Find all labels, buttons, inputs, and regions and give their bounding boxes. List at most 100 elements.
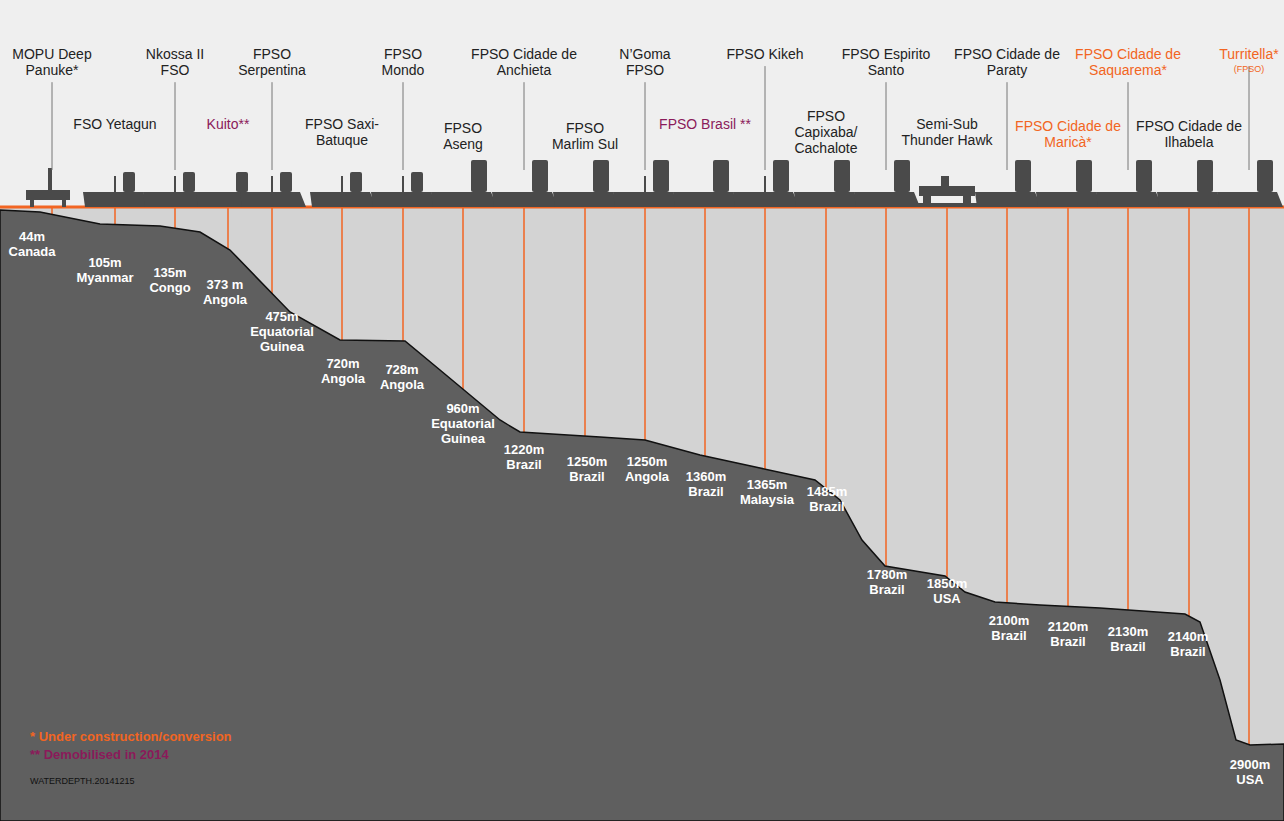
superstructure [1257,160,1273,192]
hull [794,192,860,207]
depth-line [1067,207,1069,606]
depth-line [402,207,404,341]
leader-line [1007,82,1008,170]
leader-line [524,82,525,170]
turret-mast [341,176,343,192]
depth-line [114,207,116,225]
depth-label: 960m Equatorial Guinea [422,402,504,447]
depth-label: 2120m Brazil [1038,620,1098,650]
vessel-silhouette [917,176,977,207]
depth-label: 1250m Brazil [557,455,617,485]
hull [613,192,679,207]
vessel-silhouette [492,160,558,207]
vessel-name: Turritella* [1209,46,1284,62]
depth-label: 1220m Brazil [494,443,554,473]
vessel-silhouette [613,160,679,207]
vessel-name: FPSO Cidade de Ilhabela [1134,118,1244,150]
depth-label: 1780m Brazil [857,568,917,598]
depth-line [946,207,948,578]
depth-line [1006,207,1008,603]
vessel-silhouette [1217,160,1283,207]
depth-label: 1250m Angola [617,455,677,485]
depth-label: 1850m USA [917,577,977,607]
platform-leg [62,200,66,207]
superstructure [1015,160,1031,192]
turret-mast [764,176,766,192]
semi-sub-pontoon [917,203,977,207]
superstructure [593,160,609,192]
superstructure [834,160,850,192]
leader-line [175,82,176,170]
superstructure [1076,160,1092,192]
depth-label: 2140m Brazil [1158,630,1218,660]
depth-line [1127,207,1129,610]
leader-line [1249,66,1250,170]
vessel-type: (FPSO) [1219,64,1279,74]
depth-line [644,207,646,440]
hull [1036,192,1102,207]
superstructure [411,172,423,192]
hull [1096,192,1162,207]
superstructure [280,172,292,192]
superstructure [471,160,487,192]
depth-line [271,207,273,293]
depth-label: 105m Myanmar [72,256,138,286]
turret-mast [271,176,273,192]
platform-deck [26,190,70,200]
depth-label: 44m Canada [2,230,62,260]
hull [733,192,799,207]
leader-line [272,82,273,170]
depth-line [1188,207,1190,616]
hull [1217,192,1283,207]
leader-line [886,82,887,170]
semi-sub-tower [941,176,949,186]
seabed [0,210,1284,821]
vessel-silhouette [733,160,799,207]
vessel-silhouette [1096,160,1162,207]
semi-sub-deck [919,186,975,196]
hull [310,192,376,207]
vessel-name: Nkossa II FSO [130,46,220,78]
watermark: WATERDEPTH.20141215 [30,776,135,786]
superstructure [773,160,789,192]
superstructure [713,160,729,192]
vessel-name: FPSO Capixaba/ Cachalote [776,108,876,156]
hull [854,192,920,207]
depth-label: 475m Equatorial Guinea [241,310,323,355]
vessel-silhouette [854,160,920,207]
legend-note: ** Demobilised in 2014 [30,748,169,763]
vessel-silhouette [431,160,497,207]
vessel-name: MOPU Deep Panuke* [12,46,92,78]
depth-label: 2100m Brazil [979,614,1039,644]
turret-mast [402,176,404,192]
depth-line [885,207,887,566]
water [0,207,1284,821]
depth-line [523,207,525,432]
vessel-silhouette [794,160,860,207]
vessel-name: FPSO Saxi-Batuque [287,116,397,148]
superstructure [350,172,362,192]
depth-line [825,207,827,489]
depth-label: 2900m USA [1220,758,1280,788]
platform-leg [30,200,34,207]
vessel-silhouette [975,160,1041,207]
superstructure [532,160,548,192]
depth-line [227,207,229,249]
hull [553,192,619,207]
turret-mast [644,176,646,192]
vessel-name: FPSO Brasil ** [658,116,753,132]
depth-line [584,207,586,436]
sky [0,0,1284,207]
superstructure [1197,160,1213,192]
hull [371,192,437,207]
depth-label: 728m Angola [372,363,432,393]
vessel-silhouette [26,168,70,207]
vessel-name: Kuito** [188,116,268,132]
turret-mast [174,176,176,192]
leader-line [645,82,646,170]
vessel-name: FPSO Kikeh [725,46,805,62]
vessel-name: FPSO Espirito Santo [829,46,944,78]
vessel-name: FPSO Marlim Sul [545,120,625,152]
vessel-name: FPSO Serpentina [225,46,320,78]
vessel-silhouette [1157,160,1223,207]
